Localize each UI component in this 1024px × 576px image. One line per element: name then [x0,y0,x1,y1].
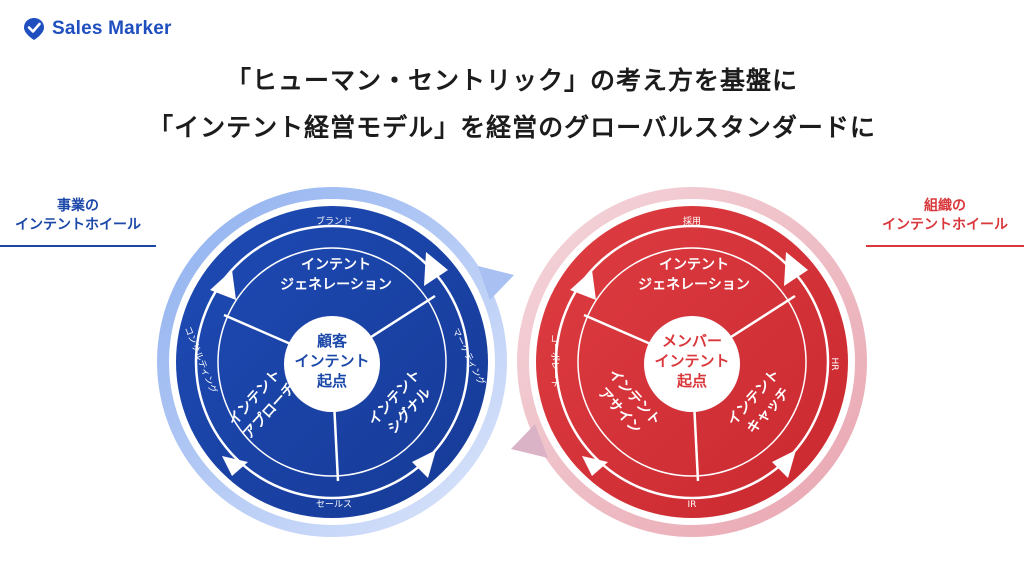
organization-ring-hr: HR [829,357,839,370]
organization-wheel [536,206,848,518]
business-center-line2: インテント [294,352,369,370]
organization-wheel-label-line1: 組織の [924,198,966,214]
organization-segment-generation-line1: インテント [659,257,729,273]
headline-line-2: 「インテント経営モデル」を経営のグローバルスタンダードに [148,113,876,142]
organization-center-line1: メンバー [662,332,722,350]
organization-wheel-label-line2: インテントホイール [882,217,1008,233]
business-wheel [176,206,488,518]
organization-label-underline [866,245,1024,247]
business-ring-sales: セールス [316,499,352,510]
loop-arrow-icon [478,266,514,300]
business-wheel-outer-loop [157,187,514,537]
business-wheel-label-line1: 事業の [57,198,99,214]
business-wheel-label: 事業の インテントホイール [0,197,156,235]
organization-wheel-label: 組織の インテントホイール [866,197,1024,235]
business-center-line3: 起点 [316,372,347,390]
organization-center-line3: 起点 [676,372,707,390]
business-label-underline [0,245,156,247]
organization-wheel-outer-loop [511,187,867,537]
brand-logo[interactable]: Sales Marker [22,17,172,41]
headline-line-1: 「ヒューマン・セントリック」の考え方を基盤に [225,66,798,95]
organization-ring-corporate: コーポレート [549,334,560,388]
location-pin-icon [24,18,44,40]
business-ring-brand: ブランド [316,215,352,227]
business-wheel-label-line2: インテントホイール [15,217,141,233]
business-center-line1: 顧客 [317,332,348,350]
organization-segment-generation-line2: ジェネレーション [638,277,750,293]
organization-ring-ir: IR [688,500,697,510]
loop-arrow-icon [511,424,548,458]
business-segment-generation-line2: ジェネレーション [280,277,392,293]
business-segment-generation-line1: インテント [301,257,371,273]
organization-center-line2: インテント [654,352,729,370]
organization-ring-recruiting: 採用 [683,215,701,227]
brand-name: Sales Marker [52,18,172,39]
